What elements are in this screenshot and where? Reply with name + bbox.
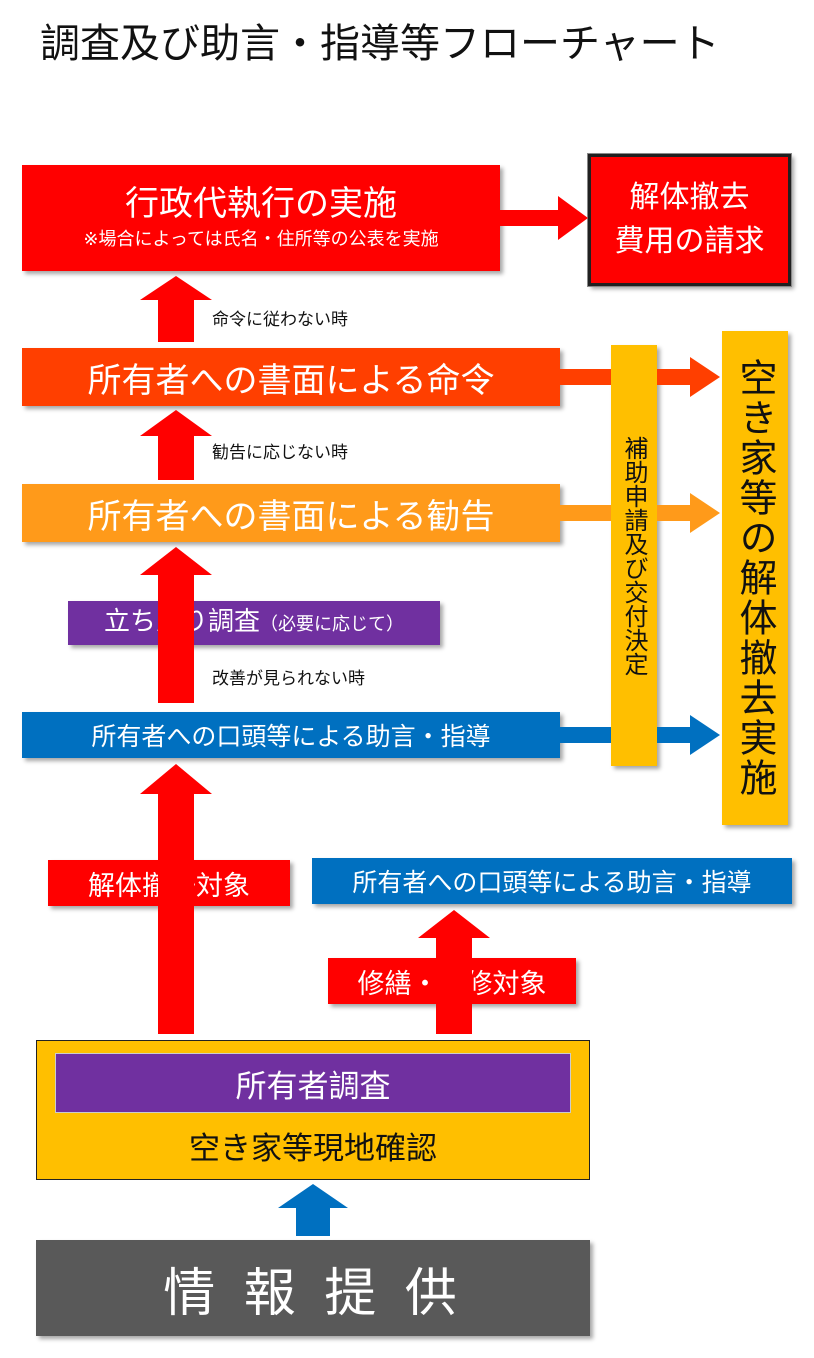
site-check-label: 空き家等現地確認 bbox=[189, 1131, 437, 1167]
inspection-box: 立ち入り調査 （必要に応じて） bbox=[68, 601, 440, 645]
demolition-done-label: 空き家等の解体撤去実施 bbox=[733, 358, 777, 798]
condition-no-improvement: 改善が見られない時 bbox=[212, 669, 365, 689]
up-arrow-icon bbox=[418, 910, 490, 1034]
info-box: 情 報 提 供 bbox=[36, 1240, 590, 1336]
condition-order-not-followed: 命令に従わない時 bbox=[212, 310, 348, 330]
up-arrow-icon bbox=[140, 547, 212, 703]
demolition-done-box: 空き家等の解体撤去実施 bbox=[722, 331, 788, 825]
right-arrow-icon bbox=[500, 196, 588, 240]
admin-execution-main: 行政代執行の実施 bbox=[125, 184, 397, 224]
cost-claim-box: 解体撤去 費用の請求 bbox=[587, 153, 792, 287]
admin-execution-sub: ※場合によっては氏名・住所等の公表を実施 bbox=[83, 229, 439, 250]
oral-guidance-box: 所有者への口頭等による助言・指導 bbox=[22, 712, 560, 758]
condition-recommendation-not-followed: 勧告に応じない時 bbox=[212, 443, 348, 463]
recommendation-label: 所有者への書面による勧告 bbox=[87, 496, 495, 537]
oral-guidance-repair-box: 所有者への口頭等による助言・指導 bbox=[312, 858, 792, 904]
oral-guidance-label: 所有者への口頭等による助言・指導 bbox=[91, 722, 491, 751]
cost-claim-line2: 費用の請求 bbox=[614, 224, 765, 259]
up-arrow-icon bbox=[140, 764, 212, 1034]
subsidy-box-overlay: 補助申請及び交付決定 bbox=[611, 345, 657, 766]
info-label: 情 報 提 供 bbox=[163, 1263, 463, 1324]
subsidy-label-overlay: 補助申請及び交付決定 bbox=[620, 435, 648, 676]
oral-guidance-repair-label: 所有者への口頭等による助言・指導 bbox=[352, 868, 752, 897]
inspection-sub: （必要に応じて） bbox=[260, 614, 404, 635]
owner-survey-label: 所有者調査 bbox=[235, 1068, 391, 1105]
order-label: 所有者への書面による命令 bbox=[87, 360, 495, 401]
page-title: 調査及び助言・指導等フローチャート bbox=[40, 21, 720, 67]
up-arrow-icon bbox=[278, 1184, 348, 1236]
up-arrow-icon bbox=[140, 276, 212, 342]
admin-execution-box: 行政代執行の実施 ※場合によっては氏名・住所等の公表を実施 bbox=[22, 165, 500, 271]
survey-container: 所有者調査 空き家等現地確認 bbox=[36, 1040, 590, 1180]
up-arrow-icon bbox=[140, 410, 212, 480]
recommendation-box: 所有者への書面による勧告 bbox=[22, 484, 560, 542]
owner-survey-box: 所有者調査 bbox=[55, 1053, 571, 1113]
cost-claim-line1: 解体撤去 bbox=[629, 180, 750, 215]
order-box: 所有者への書面による命令 bbox=[22, 348, 560, 406]
